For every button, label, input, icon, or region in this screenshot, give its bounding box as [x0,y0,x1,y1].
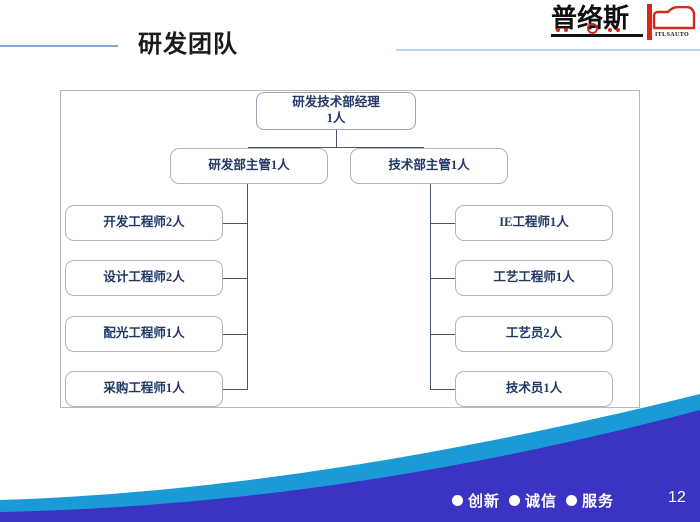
slogan-integrity: 诚信 [525,493,558,510]
slogan-service: 服务 [582,493,615,510]
bullet-dot-icon [509,494,521,506]
org-node-left-2: 设计工程师2人 [65,260,223,296]
header-rule-right [396,49,700,51]
connector-spine-right [430,184,432,390]
header-rule-left [0,45,118,47]
connector-root-stem [335,130,337,148]
connector-branch-right-1 [430,222,455,224]
bullet-dot-icon [452,494,463,506]
bullet-dot-icon [566,494,578,506]
org-node-manager: 研发技术部经理 1人 [256,92,416,130]
connector-spine-left [247,184,249,390]
org-node-supervisor-tech: 技术部主管1人 [350,148,508,184]
org-node-right-2: 工艺工程师1人 [455,260,613,296]
org-node-left-3: 配光工程师1人 [65,316,223,352]
logo-ring-icon [587,23,598,34]
org-chart-frame [60,90,640,408]
connector-branch-right-2 [430,277,455,279]
connector-branch-left-1 [223,222,248,224]
org-node-left-4: 采购工程师1人 [65,371,223,407]
connector-branch-left-3 [223,333,248,335]
company-logo: 普络斯 ITLSAUTO [551,3,697,43]
connector-branch-right-3 [430,333,455,335]
connector-branch-left-4 [223,388,248,390]
page-number: 12 [668,489,686,506]
logo-red-bar [647,4,652,40]
connector-split-bar [248,147,424,149]
footer-slogans: 创新 诚信 服务 [452,487,618,513]
org-node-left-1: 开发工程师2人 [65,205,223,241]
decorative-wave-band [0,394,700,522]
connector-branch-right-4 [430,388,455,390]
org-node-right-3: 工艺员2人 [455,316,613,352]
org-node-right-4: 技术员1人 [455,371,613,407]
car-silhouette-icon [652,6,696,30]
logo-underline [551,34,643,37]
logo-accent-dots-icon [553,28,645,36]
logo-brand-sub: ITLSAUTO [655,32,690,38]
slogan-innovation: 创新 [468,493,501,510]
org-node-supervisor-rd: 研发部主管1人 [170,148,328,184]
slide-header: 研发团队 普络斯 ITLSAUTO [0,0,700,78]
connector-branch-left-2 [223,277,248,279]
page-title: 研发团队 [138,32,238,58]
org-node-right-1: IE工程师1人 [455,205,613,241]
